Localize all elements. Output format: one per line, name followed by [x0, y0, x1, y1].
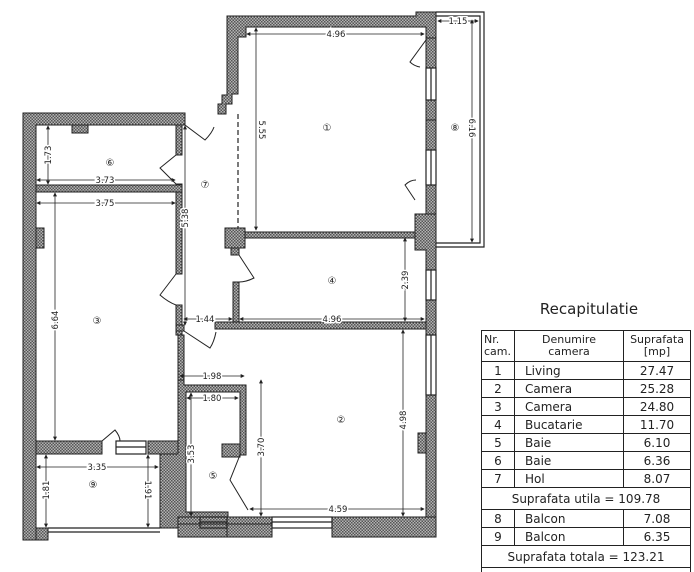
room-label-4: ④	[328, 276, 337, 287]
room-label-8: ⑧	[451, 123, 460, 134]
header-area: Suprafata[mp]	[624, 331, 691, 362]
dim-room2-height: 4.98	[399, 411, 409, 430]
dim-room3-height: 6.64	[51, 311, 61, 330]
dim-balcony9-width: 3.35	[88, 463, 107, 473]
dim-hall-width: 1.44	[196, 315, 215, 325]
cell-name: Living	[515, 362, 624, 380]
cell-name: Balcon	[515, 510, 624, 528]
cell-area: 8.07	[624, 470, 691, 488]
cell-area: 25.28	[624, 380, 691, 398]
dimension-labels: 4.96 5.55 1.15 6.16 1.73 3.73 3.75 6.64 …	[42, 17, 476, 515]
dim-living-width: 4.96	[327, 30, 346, 40]
cell-nr: 9	[482, 528, 515, 546]
header-name-line2: camera	[548, 345, 590, 358]
cell-name: Camera	[515, 380, 624, 398]
cell-area: 6.10	[624, 434, 691, 452]
cell-area: 27.47	[624, 362, 691, 380]
header-area-line2: [mp]	[644, 345, 670, 358]
grand-total-row: Suprafata totala = 123.21	[482, 546, 691, 568]
trailing-cell	[482, 568, 691, 572]
cell-nr: 7	[482, 470, 515, 488]
room-label-6: ⑥	[106, 158, 115, 169]
dim-balcony9-right-height: 1.91	[142, 481, 152, 500]
cell-name: Baie	[515, 452, 624, 470]
room-label-1: ①	[323, 123, 332, 134]
room-label-7: ⑦	[201, 180, 210, 191]
room-label-3: ③	[93, 316, 102, 327]
room-labels: ① ② ③ ④ ⑤ ⑥ ⑦ ⑧ ⑨	[89, 123, 460, 491]
useful-total: Suprafata utila = 109.78	[482, 488, 691, 510]
dim-bath5-height: 3.53	[187, 445, 197, 464]
cell-area: 6.35	[624, 528, 691, 546]
header-nr: Nr.cam.	[482, 331, 515, 362]
grand-total: Suprafata totala = 123.21	[482, 546, 691, 568]
dim-room2-width: 4.59	[329, 505, 348, 515]
dim-bath5-outer-width: 1.98	[203, 372, 222, 382]
cell-area: 7.08	[624, 510, 691, 528]
cell-area: 11.70	[624, 416, 691, 434]
dim-kitchen-height: 2.39	[401, 271, 411, 290]
dim-living-height: 5.55	[256, 121, 266, 140]
cell-name: Camera	[515, 398, 624, 416]
dim-bath6-height: 1.73	[44, 146, 54, 165]
cell-area: 6.36	[624, 452, 691, 470]
cell-name: Balcon	[515, 528, 624, 546]
cell-name: Baie	[515, 434, 624, 452]
cell-nr: 1	[482, 362, 515, 380]
dim-balcony9-left-height: 1.81	[42, 481, 52, 500]
walls	[23, 12, 436, 540]
cell-nr: 2	[482, 380, 515, 398]
cell-name: Hol	[515, 470, 624, 488]
cell-nr: 3	[482, 398, 515, 416]
room-label-2: ②	[337, 415, 346, 426]
cell-area: 24.80	[624, 398, 691, 416]
dim-room3-width: 3.75	[96, 199, 115, 209]
useful-total-row: Suprafata utila = 109.78	[482, 488, 691, 510]
cell-name: Bucatarie	[515, 416, 624, 434]
dim-bath6-width: 3.73	[96, 176, 115, 186]
table-trailing-row	[482, 568, 691, 572]
cell-nr: 5	[482, 434, 515, 452]
dim-room2-left-height: 3.70	[257, 438, 267, 457]
dim-balcony8-width: 1.15	[449, 17, 468, 27]
dim-bath5-width: 1.80	[203, 394, 222, 404]
cell-nr: 4	[482, 416, 515, 434]
cell-nr: 6	[482, 452, 515, 470]
dim-kitchen-width: 4.96	[323, 315, 342, 325]
recap-title: Recapitulatie	[485, 300, 693, 318]
room-label-5: ⑤	[209, 471, 218, 482]
dim-balcony8-height: 6.16	[466, 119, 476, 138]
room-label-9: ⑨	[89, 480, 98, 491]
dim-hall-height: 5.38	[181, 209, 191, 228]
cell-nr: 8	[482, 510, 515, 528]
header-nr-line2: cam.	[484, 345, 511, 358]
